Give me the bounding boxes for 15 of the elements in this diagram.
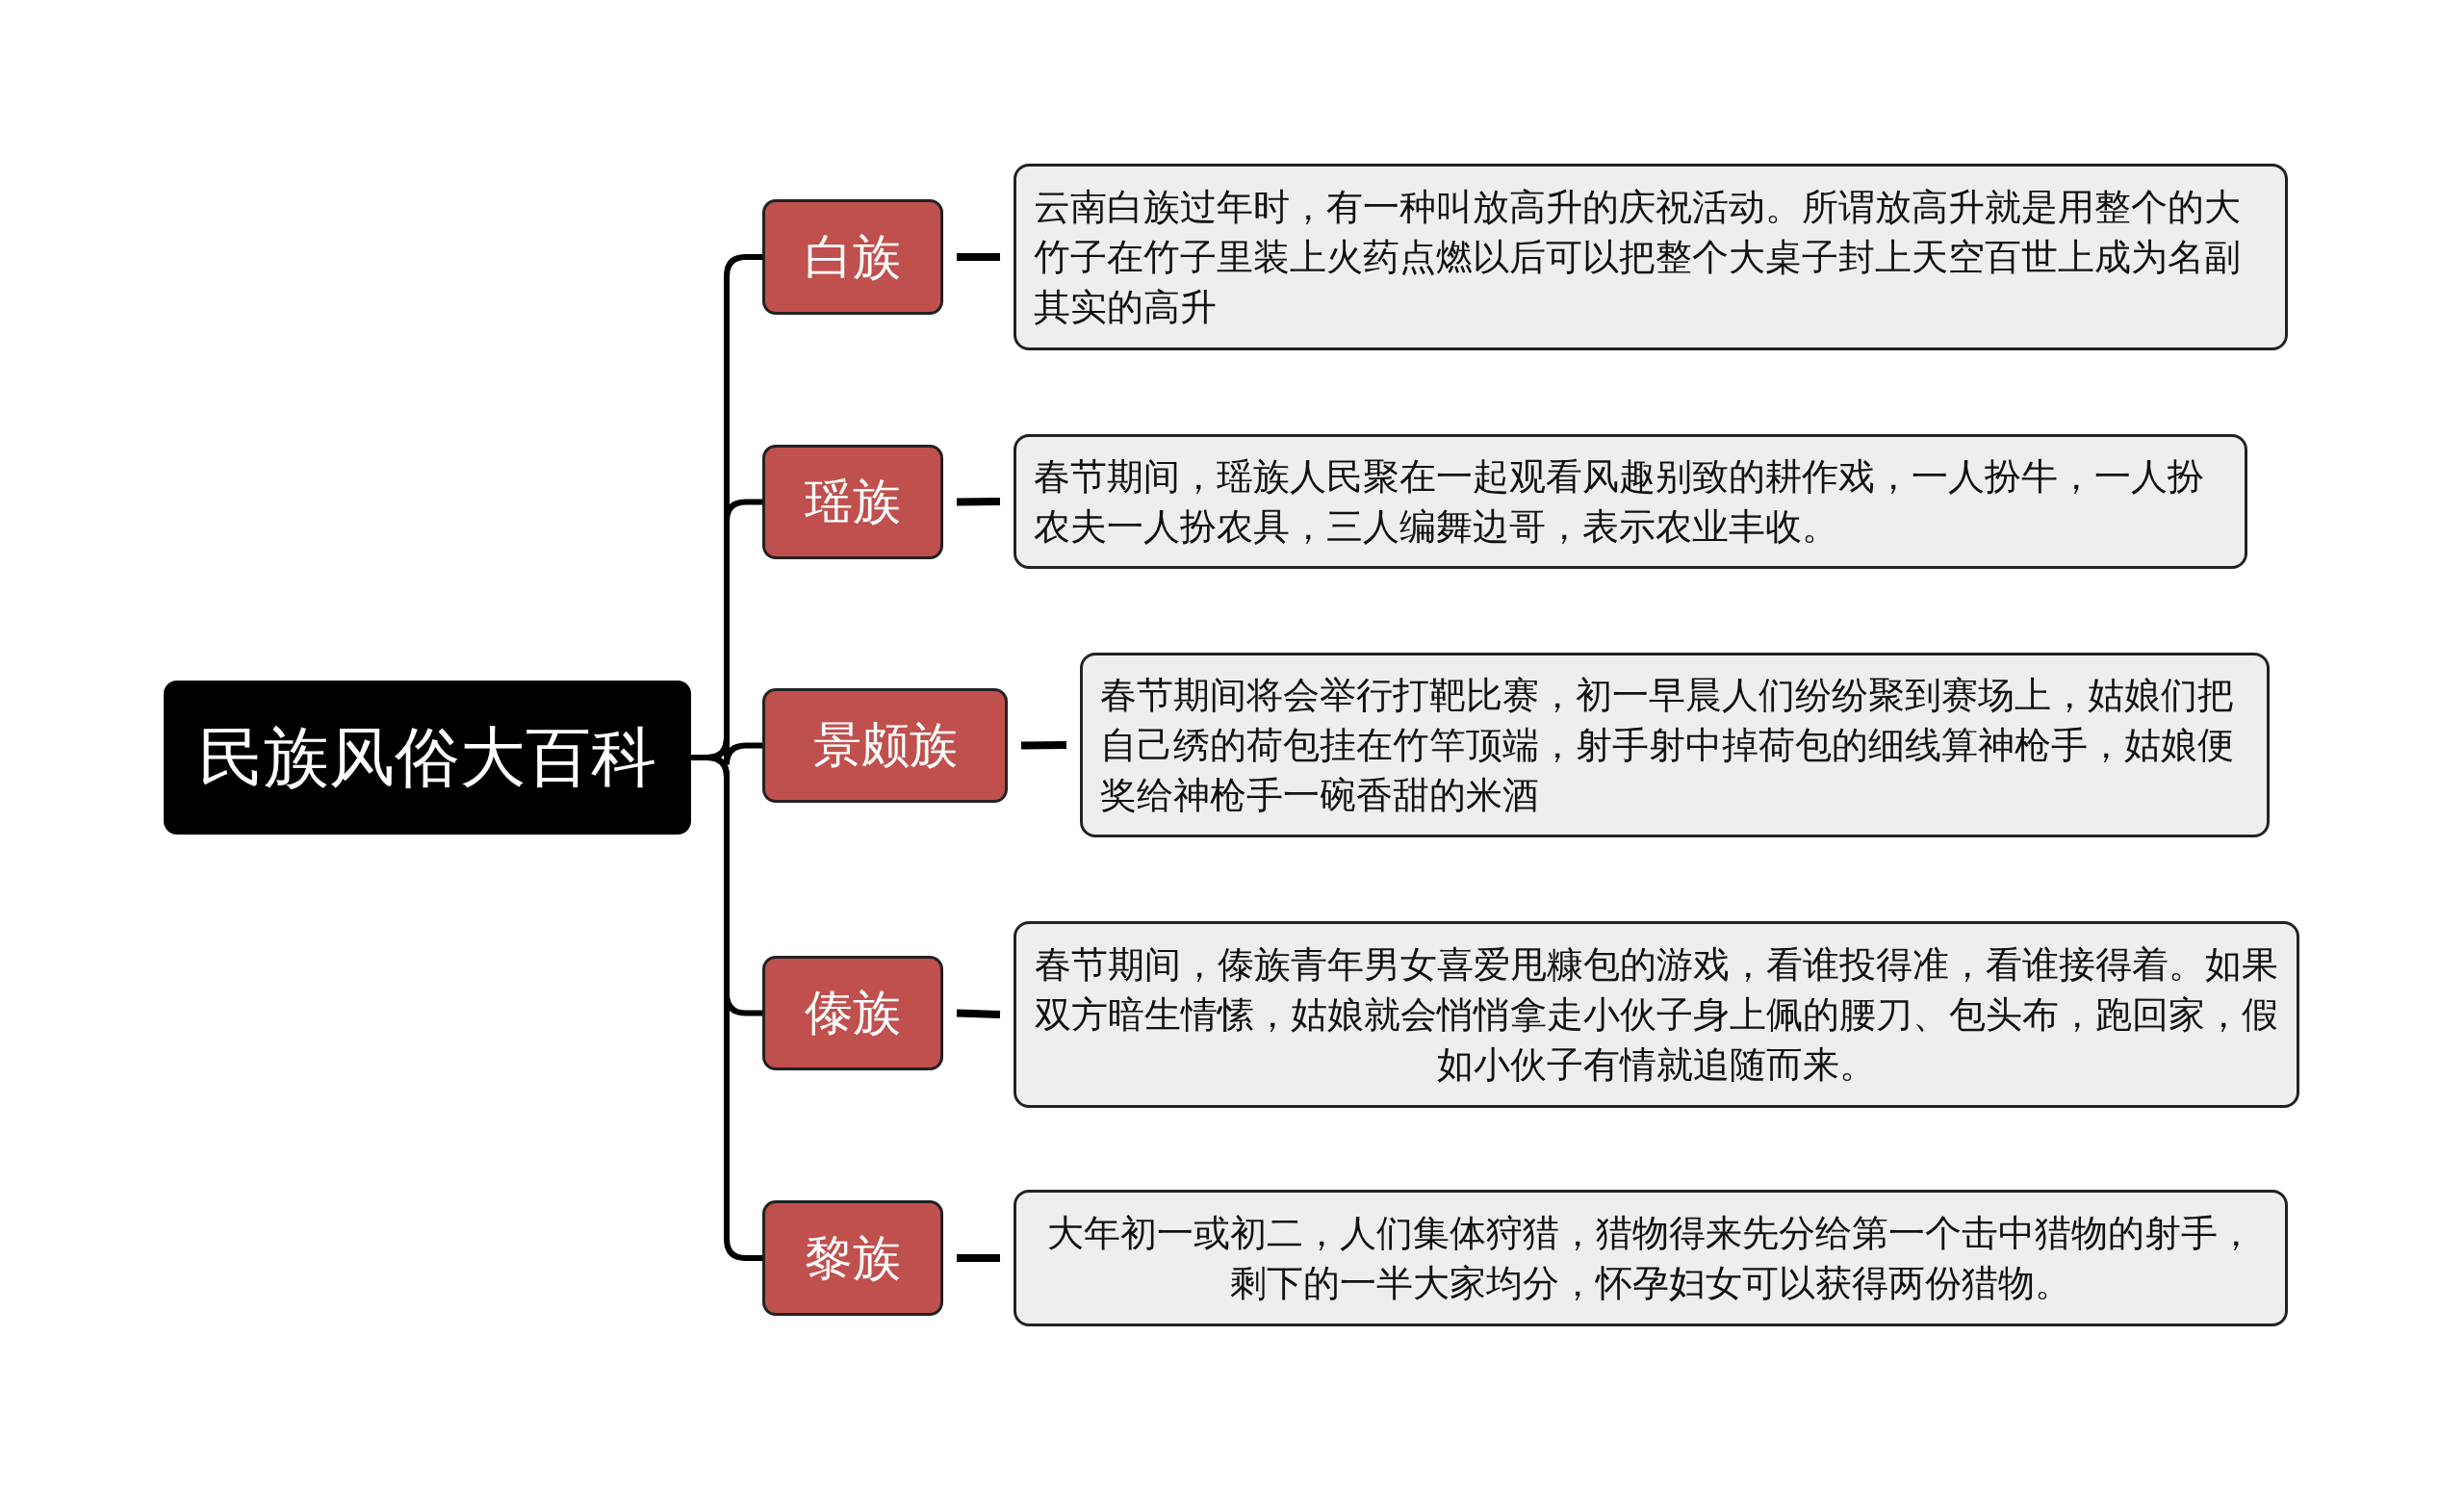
description-box: 云南白族过年时，有一种叫放高升的庆祝活动。所谓放高升就是用整个的大竹子在竹子里装上火药点燃以后可以把整个大桌子封上天空百世上成为名副其实的高升 [1014,164,2288,350]
connector-line [691,755,762,1261]
connector-line [956,1009,1001,1018]
category-box: 黎族 [762,1200,943,1316]
connector-line [956,498,1001,506]
description-box: 春节期间，傣族青年男女喜爱甩糠包的游戏，看谁投得准，看谁接得着。如果双方暗生情愫，姑娘就会悄悄拿走小伙子身上佩的腰刀、包头布，跑回家，假如小伙子有情就追随而来。 [1014,921,2299,1108]
description-box: 春节期间将会举行打靶比赛，初一早晨人们纷纷聚到赛场上，姑娘们把自己绣的荷包挂在竹竿顶端，射手射中掉荷包的细线算神枪手，姑娘便奖给神枪手一碗香甜的米酒 [1080,653,2270,837]
category-box: 白族 [762,199,943,315]
description-box: 春节期间，瑶族人民聚在一起观看风趣别致的耕作戏，一人扮牛，一人扮农夫一人扮农具，三人编舞边哥，表示农业丰收。 [1014,434,2247,569]
root-box: 民族风俗大百科 [164,681,691,835]
category-box: 傣族 [762,956,943,1070]
description-box: 大年初一或初二，人们集体狩猎，猎物得来先分给第一个击中猎物的射手，剩下的一半大家均分，怀孕妇女可以获得两份猎物。 [1014,1190,2288,1326]
category-box: 景颇族 [762,688,1008,803]
category-box: 瑶族 [762,445,943,559]
connector-line [1020,741,1067,750]
